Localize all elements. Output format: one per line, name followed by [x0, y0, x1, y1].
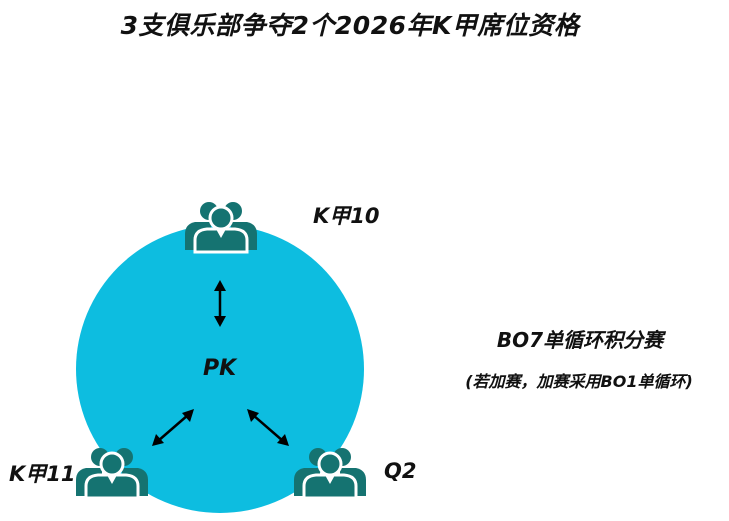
- pk-circle: [76, 225, 364, 513]
- double-headed-arrow-icon: [214, 280, 226, 327]
- diagram-title: 3支俱乐部争夺2个2026年K甲席位资格: [120, 11, 580, 40]
- team-label-k11: K甲11: [9, 462, 76, 486]
- team-label-k10: K甲10: [313, 204, 380, 228]
- pk-label: PK: [203, 356, 237, 381]
- format-note: (若加赛，加赛采用BO1单循环): [465, 372, 693, 391]
- team-label-q2: Q2: [384, 459, 417, 483]
- format-title: BO7单循环积分赛: [496, 328, 664, 352]
- people-group-icon: [183, 200, 259, 254]
- double-headed-arrow-icon: [152, 409, 194, 446]
- double-headed-arrow-icon: [247, 409, 289, 446]
